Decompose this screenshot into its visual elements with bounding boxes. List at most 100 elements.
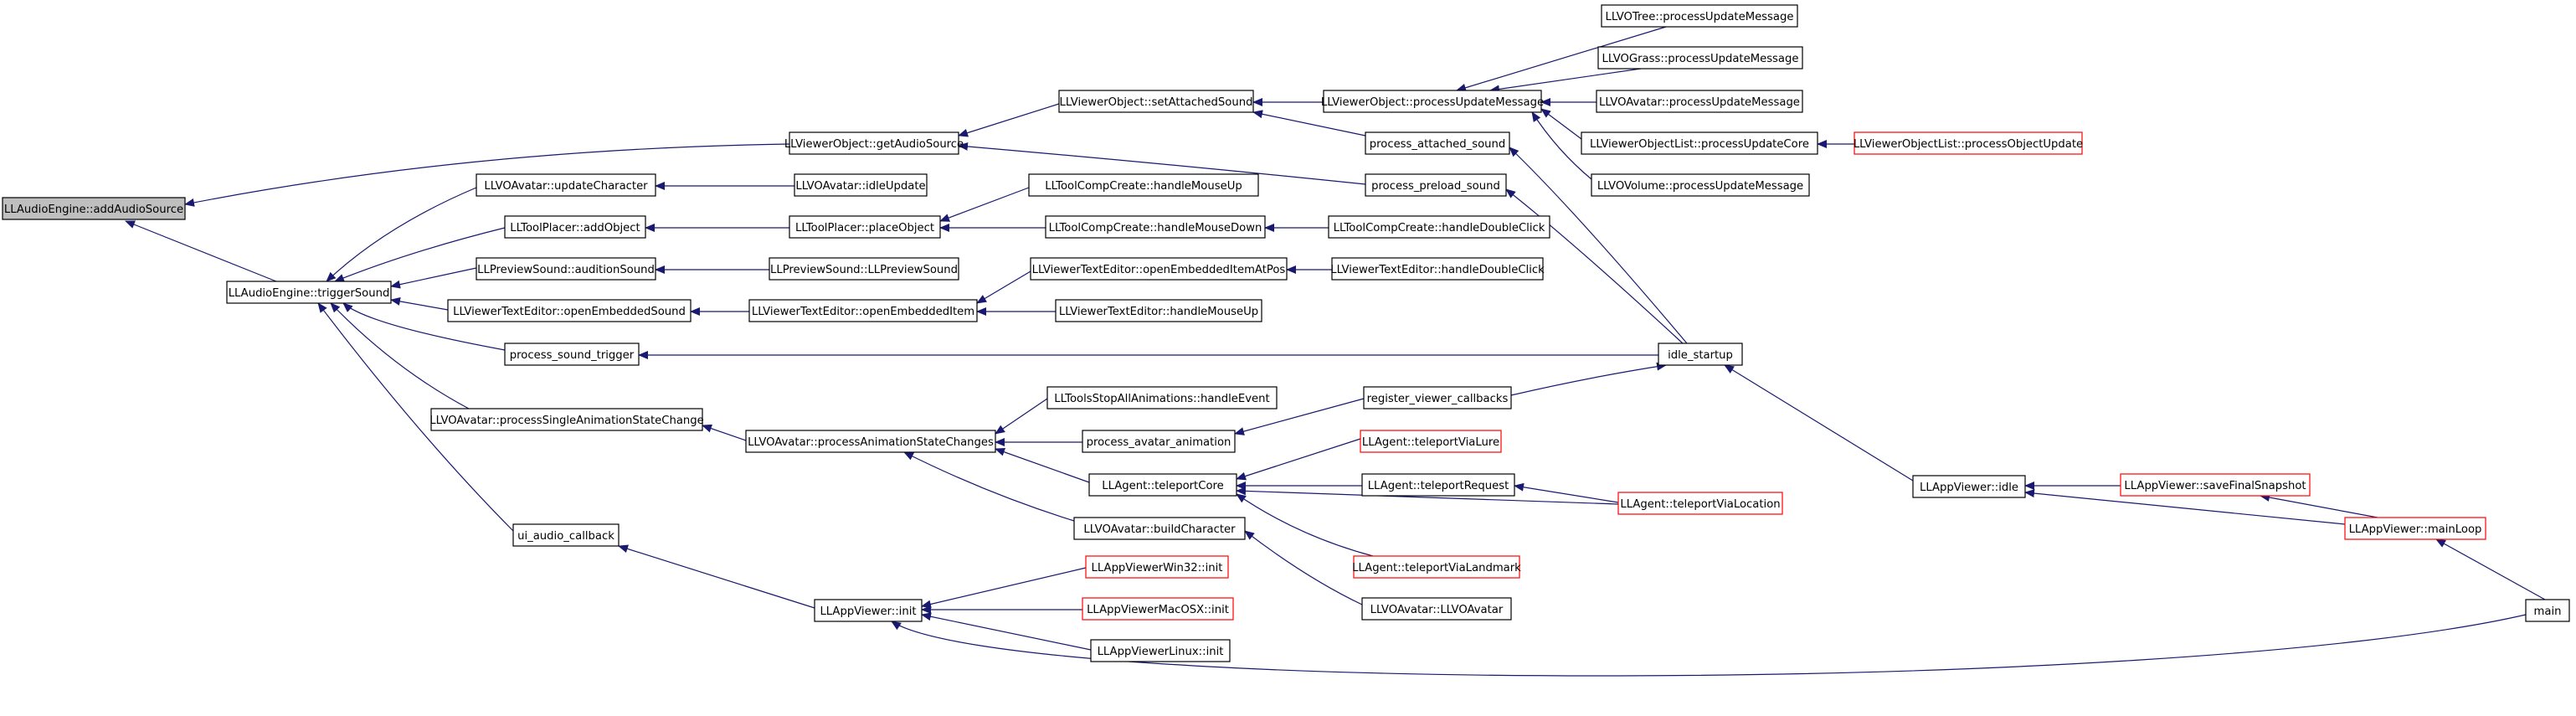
node-box[interactable] (1361, 473, 1515, 497)
node-teleportViaLure[interactable]: LLAgent::teleportViaLure (1360, 430, 1502, 453)
node-box[interactable] (512, 523, 620, 547)
node-box[interactable] (1088, 473, 1237, 497)
node-processAttachedSound[interactable]: process_attached_sound (1365, 131, 1510, 155)
node-voAvatarCtor[interactable]: LLVOAvatar::LLVOAvatar (1361, 597, 1512, 621)
node-box[interactable] (1601, 4, 1798, 28)
node-box[interactable] (789, 215, 941, 239)
node-box[interactable] (2, 197, 186, 220)
node-box[interactable] (504, 215, 646, 239)
node-box[interactable] (1030, 257, 1288, 281)
node-openEmbeddedAtPos[interactable]: LLViewerTextEditor::openEmbeddedItemAtPo… (1030, 257, 1288, 281)
node-linuxInit[interactable]: LLAppViewerLinux::init (1090, 639, 1231, 662)
node-triggerSound[interactable]: LLAudioEngine::triggerSound (226, 281, 392, 304)
node-macInit[interactable]: LLAppViewerMacOSX::init (1082, 597, 1234, 621)
node-volumeProcess[interactable]: LLVOVolume::processUpdateMessage (1591, 173, 1810, 197)
node-box[interactable] (794, 173, 928, 197)
node-treeProcess[interactable]: LLVOTree::processUpdateMessage (1601, 4, 1798, 28)
node-appViewerInit[interactable]: LLAppViewer::init (814, 599, 923, 622)
node-box[interactable] (1353, 555, 1520, 579)
node-box[interactable] (789, 131, 959, 155)
node-objListProcessCore[interactable]: LLViewerObjectList::processUpdateCore (1581, 131, 1818, 155)
node-addAudioSource[interactable]: LLAudioEngine::addAudioSource (2, 197, 186, 220)
node-box[interactable] (1591, 173, 1810, 197)
node-vObjProcessUpdate[interactable]: LLViewerObject::processUpdateMessage (1321, 90, 1544, 113)
node-box[interactable] (769, 257, 959, 281)
node-box[interactable] (1361, 597, 1512, 621)
node-idleStartup[interactable]: idle_startup (1658, 343, 1743, 366)
node-compMouseUp[interactable]: LLToolCompCreate::handleMouseUp (1028, 173, 1259, 197)
node-box[interactable] (1082, 597, 1234, 621)
node-stopAllAnims[interactable]: LLToolsStopAllAnimations::handleEvent (1046, 386, 1278, 410)
node-box[interactable] (814, 599, 923, 622)
node-box[interactable] (1912, 475, 2026, 498)
node-auditionSound[interactable]: LLPreviewSound::auditionSound (476, 257, 656, 281)
node-box[interactable] (226, 281, 392, 304)
node-vteMouseUp[interactable]: LLViewerTextEditor::handleMouseUp (1055, 299, 1262, 322)
node-box[interactable] (1046, 386, 1278, 410)
node-box[interactable] (745, 430, 996, 453)
node-objListProcessObj[interactable]: LLViewerObjectList::processObjectUpdate (1854, 131, 2083, 155)
node-box[interactable] (2344, 517, 2486, 540)
node-box[interactable] (1597, 46, 1803, 70)
node-compDoubleClick[interactable]: LLToolCompCreate::handleDoubleClick (1328, 215, 1550, 239)
node-openEmbeddedSound[interactable]: LLViewerTextEditor::openEmbeddedSound (447, 299, 692, 322)
node-box[interactable] (1617, 492, 1783, 515)
node-box[interactable] (1331, 257, 1544, 281)
node-box[interactable] (1045, 215, 1266, 239)
node-getAudioSource[interactable]: LLViewerObject::getAudioSource (784, 131, 964, 155)
node-box[interactable] (1596, 90, 1803, 113)
node-box[interactable] (1365, 131, 1510, 155)
node-setAttachedSound[interactable]: LLViewerObject::setAttachedSound (1058, 90, 1254, 113)
node-box[interactable] (447, 299, 692, 322)
node-mainLoop[interactable]: LLAppViewer::mainLoop (2344, 517, 2486, 540)
node-uiAudioCallback[interactable]: ui_audio_callback (512, 523, 620, 547)
node-box[interactable] (1365, 173, 1507, 197)
node-buildCharacter[interactable]: LLVOAvatar::buildCharacter (1073, 517, 1246, 540)
node-box[interactable] (430, 408, 703, 431)
node-processAnimChanges[interactable]: LLVOAvatar::processAnimationStateChanges (745, 430, 996, 453)
node-box[interactable] (1073, 517, 1246, 540)
node-box[interactable] (1658, 343, 1743, 366)
node-win32Init[interactable]: LLAppViewerWin32::init (1085, 555, 1229, 579)
node-saveFinalSnapshot[interactable]: LLAppViewer::saveFinalSnapshot (2120, 473, 2311, 497)
node-updateCharacter[interactable]: LLVOAvatar::updateCharacter (476, 173, 656, 197)
node-idleUpdate[interactable]: LLVOAvatar::idleUpdate (794, 173, 928, 197)
node-teleportViaLandmark[interactable]: LLAgent::teleportViaLandmark (1352, 555, 1521, 579)
node-box[interactable] (2525, 599, 2570, 622)
node-processPreloadSound[interactable]: process_preload_sound (1365, 173, 1507, 197)
node-processAvatarAnim[interactable]: process_avatar_animation (1082, 430, 1236, 453)
node-appViewerIdle[interactable]: LLAppViewer::idle (1912, 475, 2026, 498)
node-processSingleAnim[interactable]: LLVOAvatar::processSingleAnimationStateC… (429, 408, 704, 431)
node-box[interactable] (1028, 173, 1259, 197)
node-grassProcess[interactable]: LLVOGrass::processUpdateMessage (1597, 46, 1803, 70)
node-box[interactable] (1328, 215, 1550, 239)
node-registerCallbacks[interactable]: register_viewer_callbacks (1363, 386, 1512, 410)
node-previewSound[interactable]: LLPreviewSound::LLPreviewSound (769, 257, 959, 281)
node-box[interactable] (504, 343, 640, 366)
node-openEmbeddedItem[interactable]: LLViewerTextEditor::openEmbeddedItem (748, 299, 978, 322)
node-addObject[interactable]: LLToolPlacer::addObject (504, 215, 646, 239)
node-box[interactable] (1058, 90, 1254, 113)
node-compMouseDown[interactable]: LLToolCompCreate::handleMouseDown (1045, 215, 1266, 239)
node-teleportCore[interactable]: LLAgent::teleportCore (1088, 473, 1237, 497)
node-box[interactable] (1090, 639, 1231, 662)
node-box[interactable] (1581, 131, 1818, 155)
node-box[interactable] (1360, 430, 1502, 453)
node-box[interactable] (1323, 90, 1542, 113)
node-teleportRequest[interactable]: LLAgent::teleportRequest (1361, 473, 1515, 497)
node-main[interactable]: main (2525, 599, 2570, 622)
node-box[interactable] (1085, 555, 1229, 579)
node-box[interactable] (2120, 473, 2311, 497)
node-vteDoubleClick[interactable]: LLViewerTextEditor::handleDoubleClick (1330, 257, 1545, 281)
node-box[interactable] (1854, 131, 2083, 155)
node-box[interactable] (748, 299, 978, 322)
node-box[interactable] (1363, 386, 1512, 410)
node-box[interactable] (476, 257, 656, 281)
node-box[interactable] (476, 173, 656, 197)
node-teleportViaLocation[interactable]: LLAgent::teleportViaLocation (1617, 492, 1783, 515)
node-placeObject[interactable]: LLToolPlacer::placeObject (789, 215, 941, 239)
node-box[interactable] (1055, 299, 1262, 322)
node-box[interactable] (1082, 430, 1236, 453)
node-avatarProcess[interactable]: LLVOAvatar::processUpdateMessage (1596, 90, 1803, 113)
node-processSoundTrigger[interactable]: process_sound_trigger (504, 343, 640, 366)
